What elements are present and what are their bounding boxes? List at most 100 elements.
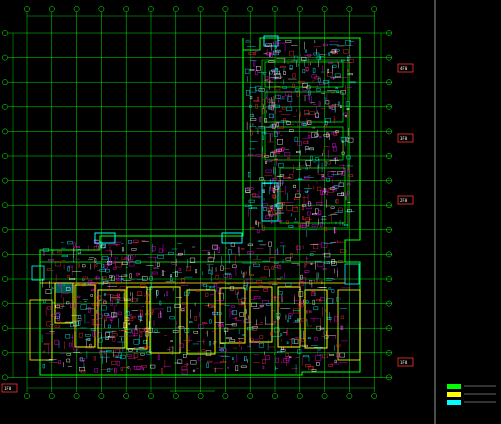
furniture-mark (273, 188, 275, 194)
furniture-mark (127, 366, 130, 369)
furniture-mark (224, 272, 231, 275)
furniture-mark (309, 165, 312, 168)
furniture-mark (138, 273, 141, 276)
furniture-mark (104, 293, 106, 296)
furniture-mark (291, 59, 294, 62)
furniture-mark (278, 163, 284, 168)
furniture-mark (247, 243, 253, 246)
furniture-mark (255, 154, 262, 157)
axis-bubble-bottom (296, 393, 303, 399)
legend-swatch (447, 392, 461, 397)
furniture-mark (310, 262, 313, 265)
furniture-mark (140, 352, 145, 356)
furniture-mark (77, 263, 80, 268)
furniture-mark (79, 367, 85, 372)
furniture-mark (305, 203, 313, 209)
furniture-mark (170, 340, 173, 342)
furniture-mark (239, 312, 244, 317)
furniture-mark (229, 339, 236, 342)
stair-block (221, 232, 243, 244)
furniture-mark (274, 203, 277, 208)
furniture-mark (264, 161, 267, 164)
furniture-mark (235, 289, 239, 295)
furniture-mark (303, 263, 306, 268)
furniture-mark (304, 146, 309, 150)
furniture-mark (133, 339, 140, 345)
furniture-mark (265, 97, 268, 100)
furniture-mark (324, 227, 327, 232)
axis-bubble-right (386, 54, 392, 61)
furniture-mark (46, 268, 51, 271)
furniture-mark (121, 247, 124, 252)
furniture-mark (252, 193, 256, 197)
furniture-mark (332, 104, 340, 108)
furniture-mark (285, 220, 289, 225)
furniture-mark (90, 289, 96, 292)
furniture-mark (347, 73, 353, 76)
furniture-mark (274, 149, 281, 155)
furniture-mark (292, 83, 295, 88)
furniture-mark (255, 103, 258, 109)
furniture-mark (332, 64, 337, 68)
furniture-mark (279, 66, 286, 68)
furniture-mark (249, 104, 252, 108)
furniture-mark (54, 325, 61, 328)
furniture-mark (331, 259, 335, 264)
furniture-mark (181, 278, 185, 283)
axis-bubble-top (123, 6, 130, 12)
furniture-mark (268, 113, 274, 118)
axis-bubble-bottom (346, 393, 353, 399)
furniture-mark (276, 351, 283, 354)
interior-details (41, 39, 356, 375)
furniture-mark (102, 276, 107, 281)
furniture-mark (248, 52, 255, 55)
furniture-mark (328, 287, 332, 290)
furniture-mark (182, 354, 187, 358)
furniture-mark (346, 137, 349, 142)
furniture-mark (205, 350, 212, 356)
furniture-mark (105, 269, 110, 273)
furniture-mark (308, 366, 314, 371)
furniture-mark (166, 291, 168, 296)
furniture-mark (161, 368, 164, 374)
furniture-mark (242, 334, 246, 336)
furniture-mark (42, 363, 45, 369)
furniture-mark (97, 313, 103, 319)
furniture-mark (120, 354, 126, 359)
furniture-mark (294, 338, 299, 344)
axis-bubble-top (48, 6, 55, 12)
room-block (249, 286, 273, 343)
furniture-mark (301, 122, 304, 126)
furniture-mark (337, 193, 344, 196)
furniture-mark (320, 297, 325, 301)
furniture-mark (303, 141, 309, 144)
furniture-mark (151, 246, 156, 252)
furniture-mark (325, 121, 328, 125)
furniture-mark (308, 111, 315, 115)
furniture-mark (282, 86, 287, 89)
furniture-mark (288, 225, 294, 228)
furniture-mark (209, 319, 212, 324)
furniture-mark (348, 174, 353, 178)
furniture-mark (288, 174, 294, 179)
level-tag-text: 2F0 (400, 198, 408, 203)
furniture-mark (285, 40, 292, 43)
axis-bubble-left (2, 103, 8, 110)
furniture-mark (170, 277, 173, 282)
axis-bubble-bottom (272, 393, 278, 399)
furniture-mark (223, 273, 228, 278)
furniture-mark (298, 177, 302, 181)
furniture-mark (110, 300, 113, 306)
furniture-mark (276, 139, 283, 145)
furniture-mark (243, 284, 247, 290)
furniture-mark (70, 302, 76, 308)
furniture-mark (264, 266, 269, 270)
furniture-mark (340, 137, 346, 142)
level-tag: 4F0 (397, 63, 414, 73)
furniture-mark (92, 331, 96, 337)
level-tag: 3F0 (397, 133, 414, 143)
furniture-mark (93, 240, 100, 244)
furniture-mark (333, 131, 338, 136)
furniture-mark (210, 286, 214, 289)
